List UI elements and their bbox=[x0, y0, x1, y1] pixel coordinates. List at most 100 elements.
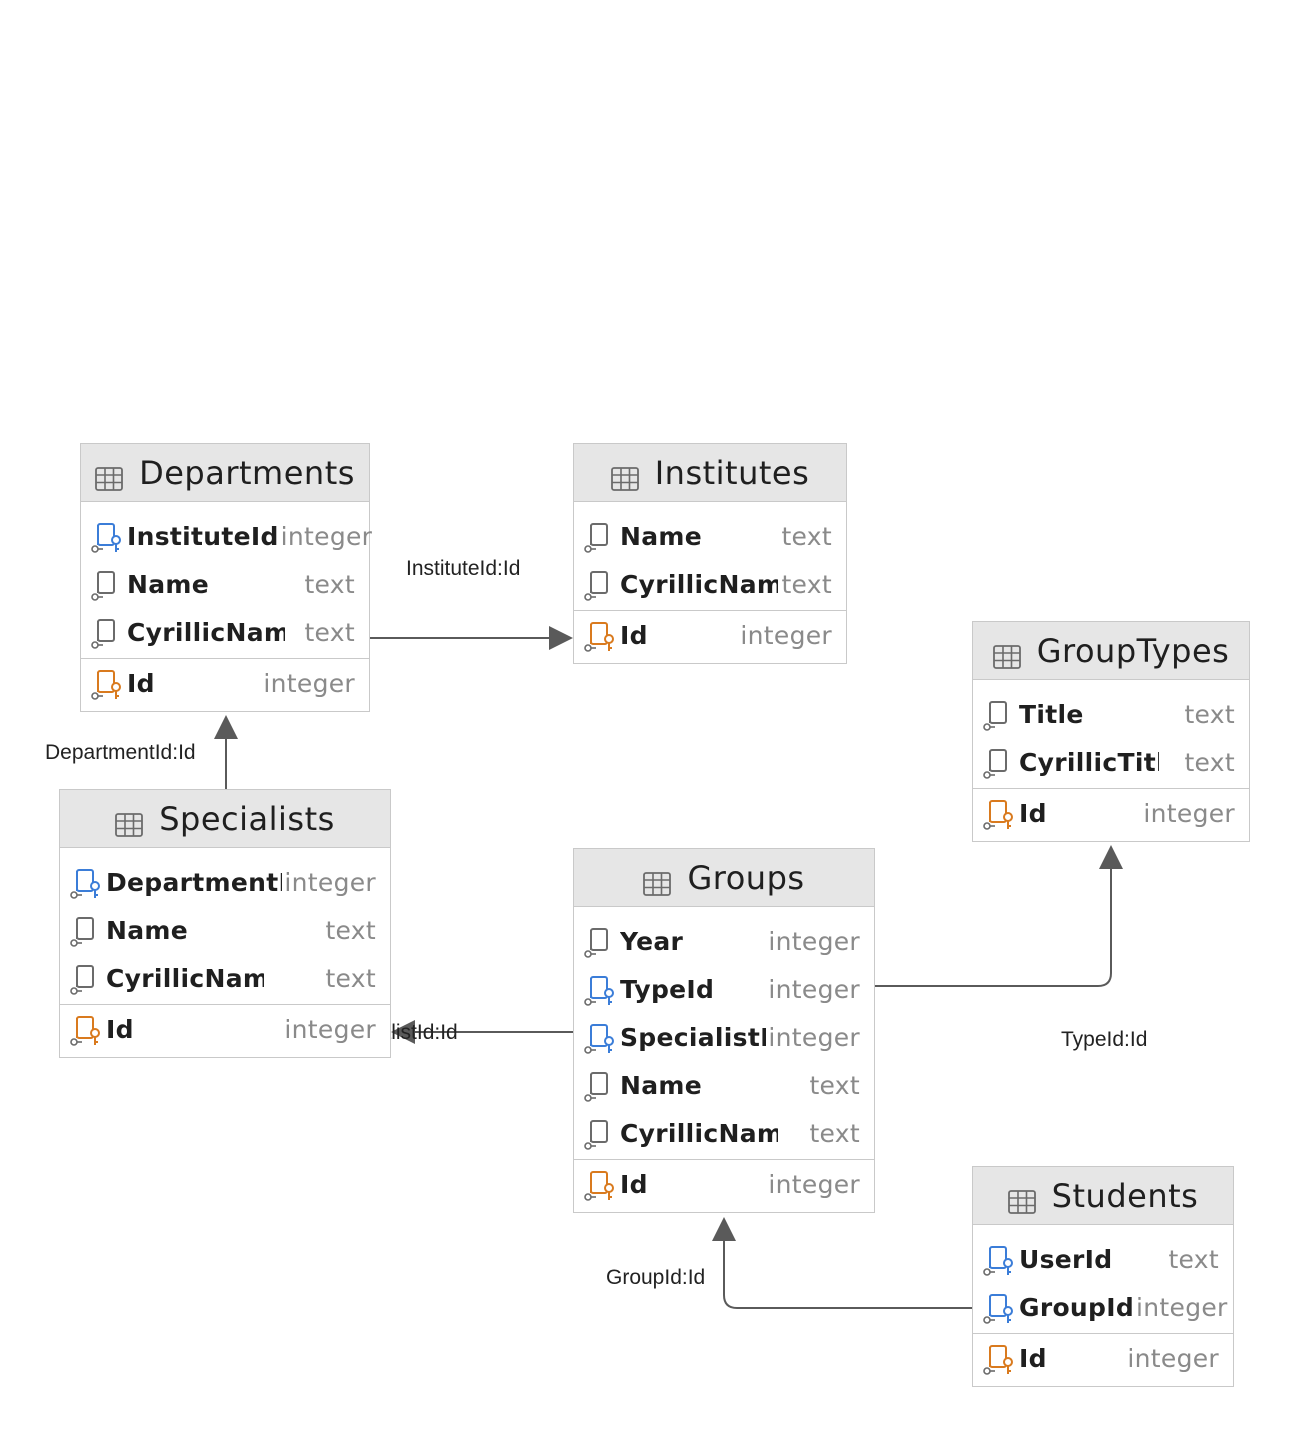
key-separator bbox=[973, 788, 1249, 789]
column-type: integer bbox=[768, 1022, 860, 1052]
column-name: Id bbox=[620, 1169, 648, 1199]
column-row[interactable]: TypeId integer bbox=[574, 965, 874, 1013]
primary-key-column-icon bbox=[981, 1341, 1015, 1375]
table-specialists[interactable]: Specialists DepartmentId integer Name te… bbox=[59, 789, 391, 1058]
column-name: CyrillicName bbox=[620, 1118, 778, 1148]
column-row[interactable]: Id integer bbox=[81, 659, 369, 707]
column-row[interactable]: CyrillicName text bbox=[574, 560, 846, 608]
column-name: GroupId bbox=[1019, 1292, 1135, 1322]
column-icon bbox=[68, 913, 102, 947]
column-row[interactable]: Title text bbox=[973, 690, 1249, 738]
column-icon bbox=[981, 745, 1015, 779]
table-header[interactable]: Institutes bbox=[574, 444, 846, 502]
column-name: Title bbox=[1019, 699, 1084, 729]
column-type: integer bbox=[768, 926, 860, 956]
table-title: Students bbox=[1051, 1176, 1199, 1215]
foreign-key-column-icon bbox=[89, 519, 123, 553]
column-icon bbox=[89, 567, 123, 601]
column-type: text bbox=[304, 569, 355, 599]
column-type: text bbox=[781, 521, 832, 551]
column-name: TypeId bbox=[620, 974, 715, 1004]
table-students[interactable]: Students UserId text GroupId integer Id … bbox=[972, 1166, 1234, 1387]
foreign-key-column-icon bbox=[981, 1290, 1015, 1324]
column-row[interactable]: Id integer bbox=[973, 1334, 1233, 1382]
column-icon bbox=[582, 1068, 616, 1102]
column-type: integer bbox=[284, 1014, 376, 1044]
column-icon bbox=[582, 567, 616, 601]
primary-key-column-icon bbox=[582, 618, 616, 652]
column-row[interactable]: Name text bbox=[60, 906, 390, 954]
primary-key-column-icon bbox=[981, 796, 1015, 830]
column-type: text bbox=[1184, 747, 1235, 777]
column-type: text bbox=[304, 617, 355, 647]
column-row[interactable]: DepartmentId integer bbox=[60, 858, 390, 906]
table-institutes[interactable]: Institutes Name text CyrillicName text I… bbox=[573, 443, 847, 664]
column-type: text bbox=[781, 569, 832, 599]
column-icon bbox=[89, 615, 123, 649]
table-groups[interactable]: Groups Year integer TypeId integer Speci… bbox=[573, 848, 875, 1213]
column-row[interactable]: Id integer bbox=[574, 611, 846, 659]
column-name: Year bbox=[620, 926, 684, 956]
column-type: integer bbox=[768, 974, 860, 1004]
foreign-key-column-icon bbox=[582, 1020, 616, 1054]
table-title: Groups bbox=[687, 858, 805, 897]
column-row[interactable]: Year integer bbox=[574, 917, 874, 965]
table-icon bbox=[643, 866, 672, 896]
column-name: UserId bbox=[1019, 1244, 1113, 1274]
column-row[interactable]: Name text bbox=[574, 512, 846, 560]
table-header[interactable]: Students bbox=[973, 1167, 1233, 1225]
table-departments[interactable]: Departments InstituteId integer Name tex… bbox=[80, 443, 372, 712]
column-row[interactable]: CyrillicName text bbox=[81, 608, 369, 656]
column-name: Name bbox=[127, 569, 209, 599]
column-name: Id bbox=[620, 620, 648, 650]
column-row[interactable]: Id integer bbox=[973, 789, 1249, 837]
table-title: Departments bbox=[139, 453, 355, 492]
column-row[interactable]: CyrillicTitle text bbox=[973, 738, 1249, 786]
column-name: SpecialistId bbox=[620, 1022, 766, 1052]
column-row[interactable]: GroupId integer bbox=[973, 1283, 1233, 1331]
edge-institute-arrowhead bbox=[549, 626, 573, 650]
column-type: integer bbox=[284, 867, 376, 897]
primary-key-column-icon bbox=[89, 666, 123, 700]
primary-key-column-icon bbox=[68, 1012, 102, 1046]
column-icon bbox=[582, 519, 616, 553]
column-row[interactable]: Id integer bbox=[60, 1005, 390, 1053]
edge-type-arrowhead bbox=[1099, 845, 1123, 869]
column-type: text bbox=[809, 1070, 860, 1100]
table-header[interactable]: Specialists bbox=[60, 790, 390, 848]
column-row[interactable]: CyrillicName text bbox=[60, 954, 390, 1002]
column-row[interactable]: Name text bbox=[81, 560, 369, 608]
table-icon bbox=[95, 461, 123, 491]
key-separator bbox=[574, 1159, 874, 1160]
table-icon bbox=[115, 807, 144, 837]
table-grouptypes[interactable]: GroupTypes Title text CyrillicTitle text… bbox=[972, 621, 1250, 842]
table-header[interactable]: Groups bbox=[574, 849, 874, 907]
edge-group-arrowhead bbox=[712, 1217, 736, 1241]
column-type: integer bbox=[768, 1169, 860, 1199]
column-type: text bbox=[325, 915, 376, 945]
edge-type[interactable] bbox=[875, 868, 1112, 987]
column-name: CyrillicName bbox=[127, 617, 285, 647]
column-type: integer bbox=[263, 668, 355, 698]
column-row[interactable]: SpecialistId integer bbox=[574, 1013, 874, 1061]
foreign-key-column-icon bbox=[582, 972, 616, 1006]
column-name: Id bbox=[1019, 1343, 1047, 1373]
column-row[interactable]: Name text bbox=[574, 1061, 874, 1109]
column-row[interactable]: Id integer bbox=[574, 1160, 874, 1208]
relation-label-department: DepartmentId:Id bbox=[45, 741, 196, 764]
column-row[interactable]: InstituteId integer bbox=[81, 512, 372, 560]
relation-label-type: TypeId:Id bbox=[1061, 1028, 1148, 1051]
column-row[interactable]: UserId text bbox=[973, 1235, 1233, 1283]
key-separator bbox=[81, 658, 369, 659]
column-name: CyrillicName bbox=[106, 963, 264, 993]
column-type: integer bbox=[1127, 1343, 1219, 1373]
column-type: integer bbox=[280, 521, 373, 551]
column-name: Name bbox=[620, 1070, 702, 1100]
table-header[interactable]: GroupTypes bbox=[973, 622, 1249, 680]
key-separator bbox=[60, 1004, 390, 1005]
column-row[interactable]: CyrillicName text bbox=[574, 1109, 874, 1157]
edge-group[interactable] bbox=[723, 1240, 973, 1309]
column-name: InstituteId bbox=[127, 521, 279, 551]
table-header[interactable]: Departments bbox=[81, 444, 369, 502]
